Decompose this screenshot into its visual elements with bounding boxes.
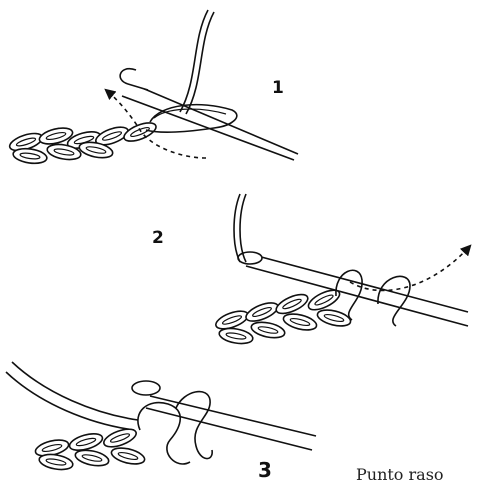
- hook-head: [238, 252, 262, 264]
- chain-link: [110, 445, 146, 467]
- step-2-illustration: [214, 194, 470, 346]
- chain-link: [282, 311, 318, 333]
- chain-link: [74, 448, 110, 469]
- step-3-illustration: [6, 362, 316, 472]
- direction-arrow: [106, 90, 206, 158]
- step-1-illustration: [8, 10, 298, 165]
- chain-link: [12, 147, 48, 166]
- step-3-number: 3: [258, 458, 272, 482]
- loop-on-hook: [378, 276, 410, 326]
- chain-link: [250, 320, 286, 341]
- chain-link: [102, 426, 139, 451]
- caption: Punto raso: [356, 465, 444, 484]
- chain-link: [244, 299, 281, 325]
- loop-on-hook: [176, 392, 212, 459]
- step-2-number: 2: [152, 228, 164, 248]
- hook-head: [132, 381, 160, 395]
- chain-link: [316, 307, 352, 329]
- hook-head: [120, 69, 148, 90]
- step-1-number: 1: [272, 78, 284, 98]
- chain-link: [218, 326, 254, 346]
- chain-link: [38, 452, 74, 472]
